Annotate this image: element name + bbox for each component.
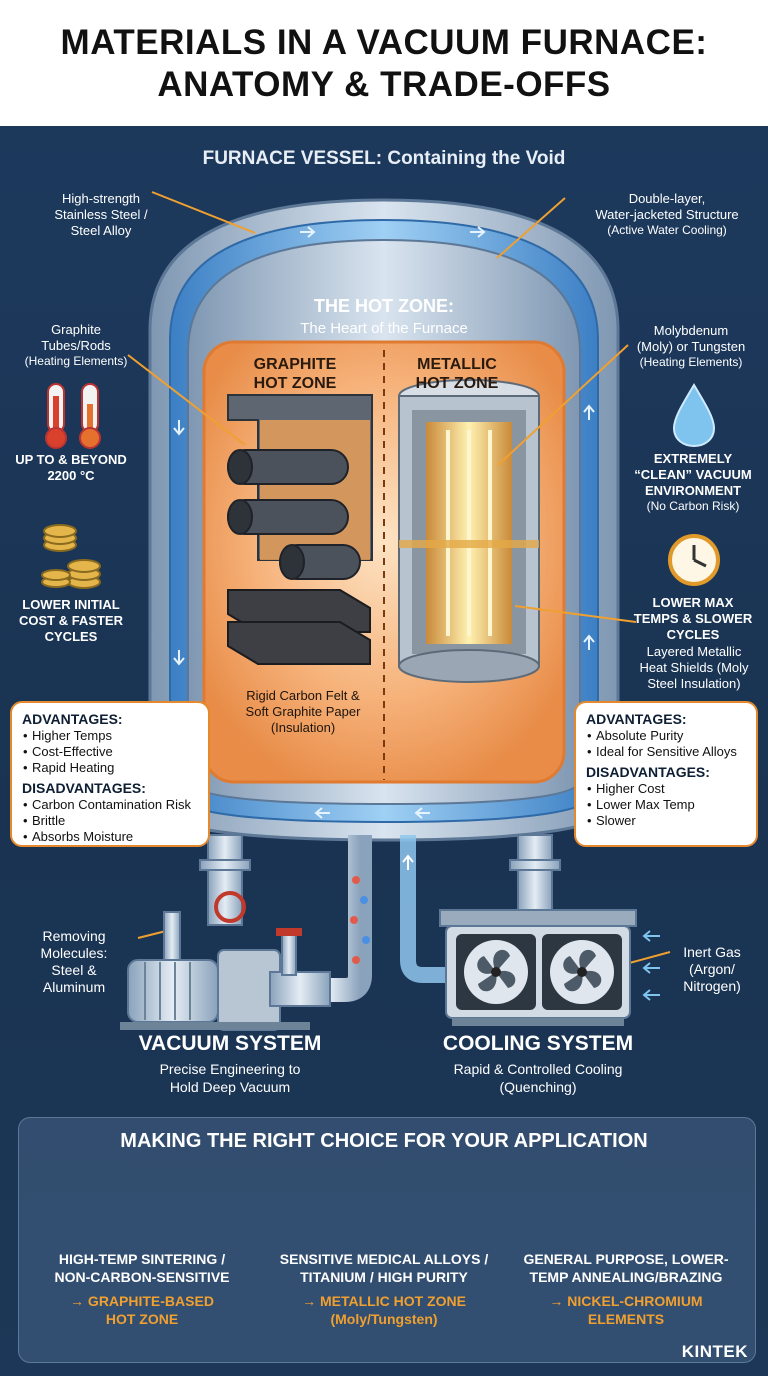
- water-drop-icon: [672, 383, 716, 448]
- pointer-lines: [127, 191, 671, 966]
- graphite-temp-label: UP TO & BEYOND 2200 °C: [15, 452, 127, 483]
- gas-molecules: [350, 876, 370, 964]
- list-item: Ideal for Sensitive Alloys: [587, 744, 746, 760]
- metallic-element-label: Molybdenum (Moly) or Tungsten (Heating E…: [636, 323, 746, 369]
- cooling-system-subtitle: Rapid & Controlled Cooling (Quenching): [453, 1061, 623, 1095]
- list-item: Lower Max Temp: [587, 797, 746, 813]
- metallic-hot-zone-art: [398, 379, 540, 683]
- carbon-felt-layers: [227, 589, 371, 665]
- water-flow-arrows: [173, 226, 595, 819]
- list-item: Cost-Effective: [23, 744, 198, 760]
- inert-gas-label: Inert Gas (Argon/ Nitrogen): [683, 944, 741, 994]
- graphite-hot-zone-title: GRAPHITE HOT ZONE: [253, 356, 337, 392]
- graphite-element-label: Graphite Tubes/Rods (Heating Elements): [24, 322, 128, 368]
- metallic-clean-label: EXTREMELY “CLEAN” VACUUM ENVIRONMENT (No…: [634, 451, 752, 513]
- vessel-pipes: [199, 834, 561, 926]
- graphite-disadvantages-list: Carbon Contamination Risk Brittle Absorb…: [22, 797, 198, 845]
- metallic-shield-label: Layered Metallic Heat Shields (Moly Stee…: [639, 644, 749, 691]
- graphite-advantages-list: Higher Temps Cost-Effective Rapid Heatin…: [22, 728, 198, 776]
- thermometer-icon: [45, 383, 101, 449]
- list-item: Slower: [587, 813, 746, 829]
- hot-zone-title: THE HOT ZONE:: [314, 296, 454, 316]
- vacuum-system-title: VACUUM SYSTEM: [138, 1032, 322, 1055]
- graphite-hot-zone-art: [227, 394, 373, 665]
- cooling-system-title: COOLING SYSTEM: [442, 1032, 634, 1055]
- clock-icon: [668, 534, 720, 586]
- list-item: Carbon Contamination Risk: [23, 797, 198, 813]
- main-title: MATERIALS IN A VACUUM FURNACE: ANATOMY &…: [60, 23, 708, 104]
- metallic-disadvantages-list: Higher Cost Lower Max Temp Slower: [586, 781, 746, 829]
- choice-panel: [18, 1117, 756, 1363]
- cooling-return-pipe: [400, 835, 445, 983]
- graphite-insulation-label: Rigid Carbon Felt & Soft Graphite Paper …: [245, 688, 361, 735]
- inert-gas-arrows: [642, 930, 660, 1001]
- list-item: Brittle: [23, 813, 198, 829]
- vessel-structure-label: Double-layer, Water-jacketed Structure (…: [595, 191, 739, 237]
- list-item: Rapid Heating: [23, 760, 198, 776]
- choice-title: MAKING THE RIGHT CHOICE FOR YOUR APPLICA…: [120, 1130, 648, 1152]
- graphite-cost-label: LOWER INITIAL COST & FASTER CYCLES: [18, 597, 123, 644]
- metallic-advantages-list: Absolute Purity Ideal for Sensitive Allo…: [586, 728, 746, 760]
- title-banner: MATERIALS IN A VACUUM FURNACE: ANATOMY &…: [0, 0, 768, 126]
- choice-graphite-label: HIGH-TEMP SINTERING / NON-CARBON-SENSITI…: [54, 1251, 230, 1285]
- vacuum-pipe: [300, 835, 372, 1002]
- metallic-slow-label: LOWER MAX TEMPS & SLOWER CYCLES: [633, 595, 753, 642]
- metallic-pros-cons-panel: ADVANTAGES: Absolute Purity Ideal for Se…: [574, 701, 758, 847]
- list-item: Higher Cost: [587, 781, 746, 797]
- list-item: Absorbs Moisture: [23, 829, 198, 845]
- list-item: Higher Temps: [23, 728, 198, 744]
- list-item: Absolute Purity: [587, 728, 746, 744]
- choice-nichrome-result: → NICKEL-CHROMIUM ELEMENTS: [549, 1293, 703, 1327]
- choice-metallic-result: → METALLIC HOT ZONE (Moly/Tungsten): [302, 1293, 466, 1327]
- metallic-hot-zone-title: METALLIC HOT ZONE: [415, 356, 499, 392]
- furnace-illustration: [41, 191, 720, 1031]
- brand-logo: KINTEK: [681, 1342, 748, 1361]
- vessel-material-label: High-strength Stainless Steel / Steel Al…: [54, 191, 148, 238]
- choice-metallic-label: SENSITIVE MEDICAL ALLOYS / TITANIUM / HI…: [279, 1251, 489, 1285]
- vessel-title: FURNACE VESSEL: Containing the Void: [202, 148, 566, 169]
- removing-molecules-label: Removing Molecules: Steel & Aluminum: [40, 928, 108, 995]
- choice-nichrome-label: GENERAL PURPOSE, LOWER- TEMP ANNEALING/B…: [523, 1251, 729, 1285]
- graphite-pros-cons-panel: ADVANTAGES: Higher Temps Cost-Effective …: [10, 701, 210, 847]
- cooling-fan-unit: [439, 909, 637, 1026]
- hot-zone-subtitle: The Heart of the Furnace: [300, 320, 468, 337]
- vacuum-pump-art: [120, 891, 331, 1031]
- graphite-tubes: [227, 449, 361, 580]
- choice-graphite-result: → GRAPHITE-BASED HOT ZONE: [70, 1293, 214, 1327]
- coins-icon: [41, 524, 101, 589]
- vacuum-system-subtitle: Precise Engineering to Hold Deep Vacuum: [159, 1061, 301, 1095]
